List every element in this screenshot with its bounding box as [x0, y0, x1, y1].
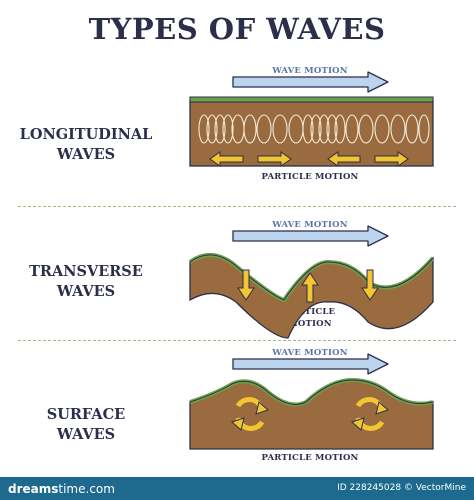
wave-motion-label-1: WAVE MOTION	[272, 66, 348, 76]
rotation-arrow-icon	[231, 397, 269, 431]
wave-motion-label-2: WAVE MOTION	[272, 220, 348, 230]
rotation-arrow-icon	[351, 397, 389, 431]
wave-motion-arrow-2	[232, 225, 389, 247]
longitudinal-waves-label: LONGITUDINAL WAVES	[6, 125, 166, 165]
longitudinal-label-line1: LONGITUDINAL	[19, 126, 153, 143]
footer-credit: ID 228245028 © VectorMine	[337, 483, 466, 493]
wave-motion-arrow-1	[232, 71, 389, 93]
particle-motion-label-2: PARTICLE MOTION	[270, 306, 350, 330]
surface-label-line1: SURFACE	[46, 406, 126, 423]
transverse-waves-label: TRANSVERSE WAVES	[6, 262, 166, 302]
surface-waves-label: SURFACE WAVES	[6, 405, 166, 445]
longitudinal-particle-arrows	[209, 151, 409, 167]
footer-bar: dreamstime.com ID 228245028 © VectorMine	[0, 477, 474, 500]
surface-label-line2: WAVES	[56, 426, 116, 443]
footer-brand-thin: time.com	[58, 482, 115, 496]
divider-1	[18, 206, 456, 207]
longitudinal-label-line2: WAVES	[56, 146, 116, 163]
particle-motion-label-2-line1: PARTICLE	[284, 307, 336, 317]
surface-soil-block	[189, 377, 434, 450]
footer-brand[interactable]: dreamstime.com	[8, 482, 115, 496]
particle-motion-label-2-line2: MOTION	[288, 319, 332, 329]
transverse-label-line2: WAVES	[56, 283, 116, 300]
diagram-title: TYPES OF WAVES	[88, 12, 386, 46]
particle-motion-label-1: PARTICLE MOTION	[261, 172, 359, 182]
particle-motion-label-3: PARTICLE MOTION	[261, 453, 359, 463]
transverse-label-line1: TRANSVERSE	[29, 263, 143, 280]
footer-brand-bold: dreams	[8, 482, 59, 496]
transverse-particle-arrows	[237, 269, 379, 303]
divider-2	[18, 340, 456, 341]
coil-spring-icon	[198, 114, 430, 144]
wave-motion-label-3: WAVE MOTION	[272, 348, 348, 358]
wave-motion-arrow-3	[232, 353, 389, 375]
